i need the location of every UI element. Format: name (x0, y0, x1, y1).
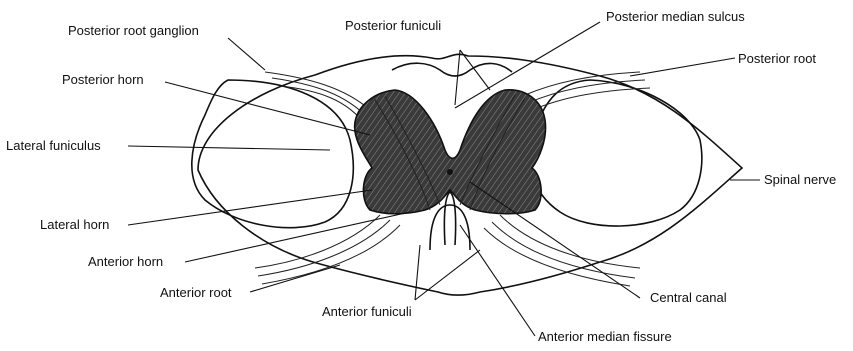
central-canal (447, 169, 453, 175)
label-lateral-horn: Lateral horn (40, 218, 109, 232)
label-posterior-root-ganglion: Posterior root ganglion (68, 24, 199, 38)
label-lateral-funiculus: Lateral funiculus (6, 139, 101, 153)
label-anterior-median-fissure: Anterior median fissure (538, 330, 672, 344)
anterior-median-fissure (444, 192, 455, 245)
label-spinal-nerve: Spinal nerve (764, 173, 836, 187)
posterior-funiculi-contour (392, 63, 512, 76)
label-posterior-horn: Posterior horn (62, 73, 144, 87)
lateral-funiculus-left (192, 80, 353, 228)
label-anterior-funiculi: Anterior funiculi (322, 305, 412, 319)
label-posterior-funiculi: Posterior funiculi (345, 19, 441, 33)
grey-matter (355, 90, 546, 214)
label-posterior-median-sulcus: Posterior median sulcus (606, 10, 745, 24)
label-anterior-horn: Anterior horn (88, 255, 163, 269)
label-central-canal: Central canal (650, 291, 727, 305)
label-anterior-root: Anterior root (160, 286, 232, 300)
label-posterior-root: Posterior root (738, 52, 816, 66)
anterior-median-fissure-inner (430, 205, 470, 250)
